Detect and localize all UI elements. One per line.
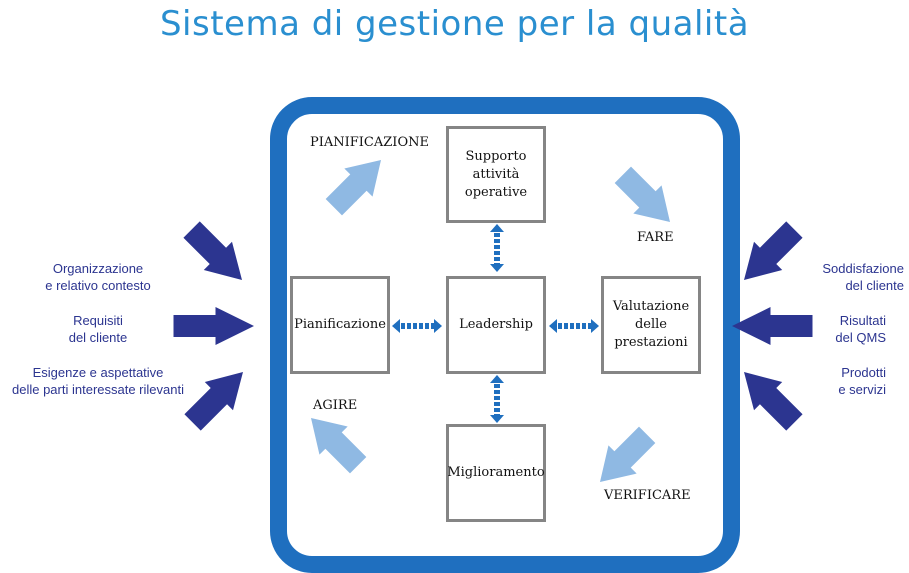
connector-left-head1	[392, 319, 400, 333]
plan-label: PIANIFICAZIONE	[310, 135, 429, 150]
input-label-3: Esigenze e aspettative delle parti inter…	[12, 365, 184, 397]
do-label: FARE	[637, 230, 674, 245]
connector-bottom-head1	[490, 375, 504, 383]
do-arrow	[608, 160, 685, 237]
support-box: Supporto attività operative	[446, 126, 546, 223]
check-label: VERIFICARE	[604, 488, 691, 503]
connector-top-head2	[490, 264, 504, 272]
page-title: Sistema di gestione per la qualità	[159, 4, 750, 44]
act-arrow	[296, 403, 373, 480]
connector-left-head2	[434, 319, 442, 333]
arrows-layer	[173, 145, 813, 497]
input-arrow-1	[177, 215, 257, 295]
act-label: AGIRE	[313, 398, 358, 413]
plan-arrow	[319, 145, 396, 222]
planning-box: Pianificazione	[290, 276, 390, 374]
output-label-1: Soddisfazione del cliente	[822, 261, 904, 293]
output-label-2: Risultati del QMS	[835, 313, 886, 345]
check-arrow	[585, 420, 662, 497]
leadership-box: Leadership	[446, 276, 546, 374]
connector-bottom-head2	[490, 415, 504, 423]
input-label-2: Requisiti del cliente	[68, 313, 128, 345]
connector-right-head2	[591, 319, 599, 333]
connector-top-head1	[490, 224, 504, 232]
evaluation-box: Valutazione delle prestazioni	[601, 276, 701, 374]
improvement-box: Miglioramento	[446, 424, 546, 522]
connector-right-head1	[549, 319, 557, 333]
input-label-1: Organizzazione e relativo contesto	[45, 261, 151, 293]
output-label-3: Prodotti e servizi	[838, 365, 886, 397]
